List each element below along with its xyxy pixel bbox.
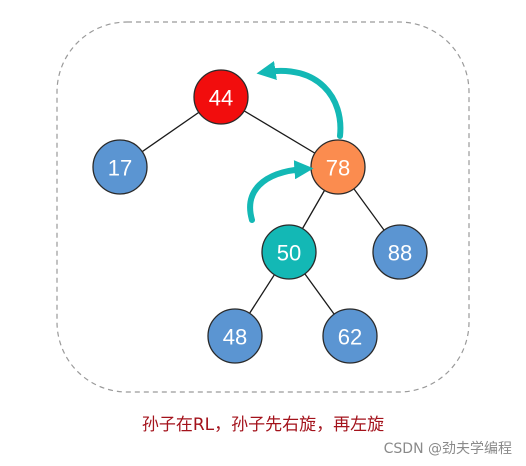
node-label: 50 (277, 241, 301, 266)
tree-node-17: 17 (92, 139, 148, 195)
node-label: 17 (108, 156, 132, 181)
nodes-layer: 44 17 78 50 88 48 62 (92, 69, 428, 364)
edges-layer (119, 96, 401, 337)
rotation-arrows-layer (247, 61, 344, 223)
tree-node-62: 62 (322, 308, 378, 364)
node-label: 88 (388, 241, 412, 266)
node-label: 78 (326, 156, 350, 181)
dashed-frame (56, 21, 470, 393)
node-label: 62 (338, 325, 362, 350)
node-label: 48 (223, 325, 247, 350)
node-circle (372, 224, 428, 280)
tree-node-50: 50 (261, 224, 317, 280)
tree-node-78: 78 (310, 139, 366, 195)
node-circle (92, 139, 148, 195)
node-circle (261, 224, 317, 280)
node-circle (207, 308, 263, 364)
rotation-arrow-n50-to-n78 (247, 160, 314, 223)
diagram-caption: 孙子在RL，孙子先右旋，再左旋 (141, 415, 385, 435)
tree-node-44: 44 (193, 69, 249, 125)
node-circle (322, 308, 378, 364)
source-credit: CSDN @劲夫学编程 (383, 441, 512, 457)
rotation-arrow-n78-to-n44 (256, 61, 344, 139)
node-label: 44 (209, 86, 233, 111)
node-circle (193, 69, 249, 125)
tree-node-88: 88 (372, 224, 428, 280)
tree-node-48: 48 (207, 308, 263, 364)
